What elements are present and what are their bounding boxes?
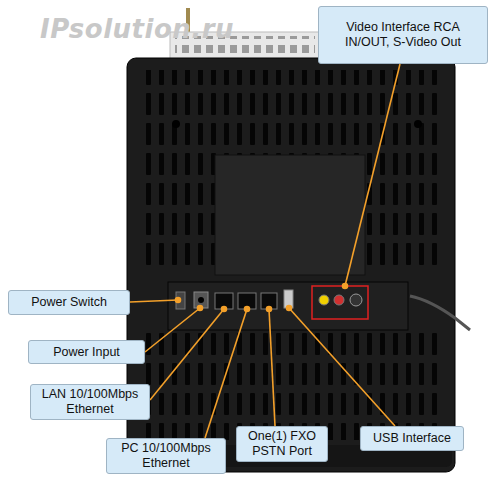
callout-text: Video Interface RCA IN/OUT, S-Video Out — [323, 20, 483, 50]
video-highlight — [312, 286, 368, 319]
callout-text: One(1) FXO PSTN Port — [241, 429, 323, 459]
watermark: IPsolution.ru — [40, 14, 234, 44]
screw — [172, 120, 180, 128]
callout-box: LAN 10/100Mbps Ethernet — [30, 384, 150, 420]
power-switch — [176, 292, 185, 309]
callout-text: Power Switch — [31, 295, 107, 310]
svideo-jack — [350, 294, 362, 306]
callout-box: Power Switch — [8, 290, 130, 315]
rca-jack — [319, 295, 329, 305]
callout-box: PC 10/100Mbps Ethernet — [106, 438, 226, 474]
callout-text: USB Interface — [373, 431, 451, 446]
callout-box: USB Interface — [360, 426, 464, 451]
callout-box: One(1) FXO PSTN Port — [236, 426, 328, 462]
vent-area — [140, 330, 442, 440]
cable — [410, 296, 470, 330]
device-body — [127, 58, 455, 472]
callout-box: Power Input — [28, 340, 145, 364]
rca-jack — [334, 295, 344, 305]
callout-text: PC 10/100Mbps Ethernet — [111, 441, 221, 471]
callout-text: LAN 10/100Mbps Ethernet — [35, 387, 145, 417]
callout-text: Power Input — [53, 345, 120, 360]
screw — [414, 120, 422, 128]
leader-lines — [130, 64, 400, 438]
callout-box: Video Interface RCA IN/OUT, S-Video Out — [318, 6, 488, 64]
label-recess — [215, 155, 365, 275]
port-panel — [168, 282, 408, 330]
power-jack-hole — [198, 297, 204, 303]
